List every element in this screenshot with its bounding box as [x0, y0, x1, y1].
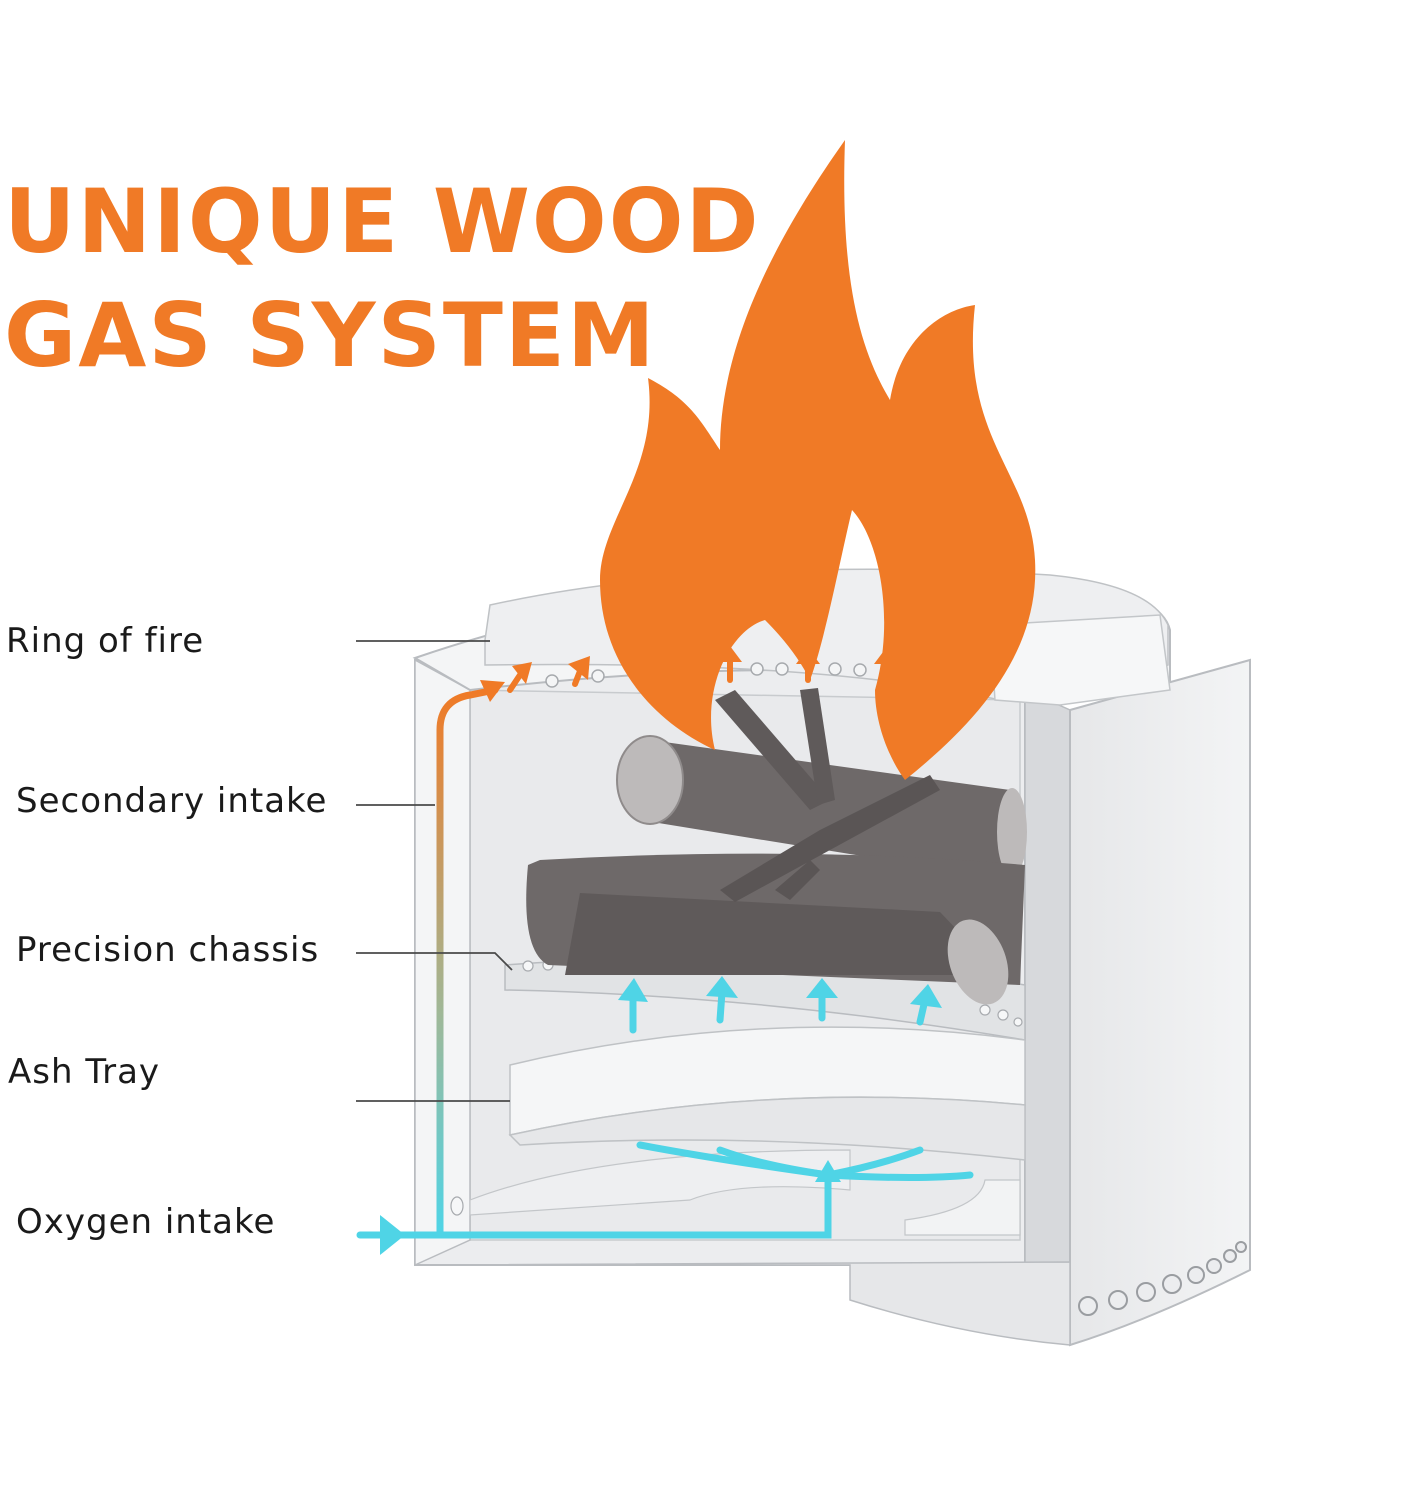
label-ring-of-fire: Ring of fire [6, 621, 205, 661]
leader-lines [356, 640, 513, 1102]
title-line-2: GAS SYSTEM [4, 284, 657, 387]
label-oxygen-intake: Oxygen intake [16, 1202, 276, 1242]
label-ash-tray: Ash Tray [8, 1052, 161, 1092]
leader-precision-chassis [356, 952, 513, 971]
oxygen-flow-arrows [356, 988, 974, 1239]
log-icon [526, 688, 1027, 1005]
title-line-1: UNIQUE WOOD [4, 170, 761, 273]
label-precision-chassis: Precision chassis [16, 930, 320, 970]
flame-icon [600, 140, 1036, 780]
ash-tray-shape [450, 1026, 1026, 1236]
label-secondary-intake: Secondary intake [16, 781, 328, 821]
arrow-right-icon [480, 646, 898, 702]
secondary-flow-arrows [436, 657, 889, 1236]
arrow-up-icon [380, 976, 942, 1255]
